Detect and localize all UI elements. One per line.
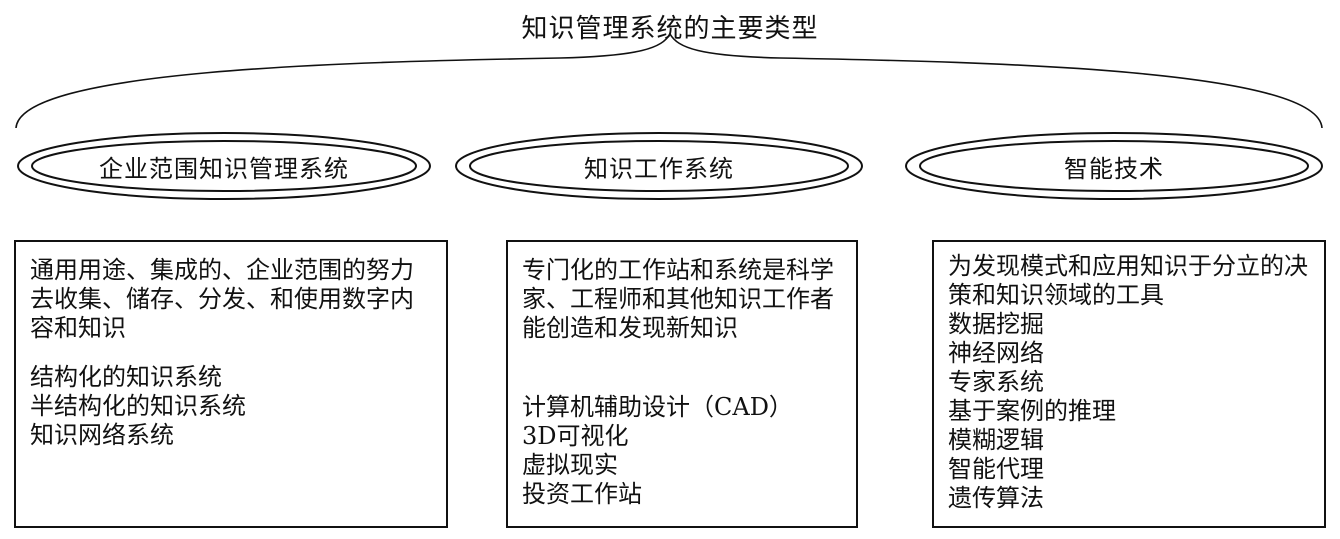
category-label-intelligent-tech: 智能技术 <box>1064 154 1164 183</box>
grouping-brace <box>15 32 1323 129</box>
example-list: 数据挖掘 神经网络 专家系统 基于案例的推理 模糊逻辑 智能代理 遗传算法 <box>948 310 1308 513</box>
list-item: 投资工作站 <box>522 480 642 508</box>
category-description: 为发现模式和应用知识于分立的决策和知识领域的工具 <box>948 252 1308 309</box>
example-list: 计算机辅助设计（CAD） 3D可视化 虚拟现实 投资工作站 <box>522 393 840 509</box>
category-ellipse-intelligent-tech: 智能技术 <box>902 130 1326 202</box>
list-item: 结构化的知识系统 <box>30 363 222 391</box>
list-item: 专家系统 <box>948 368 1044 396</box>
list-item: 半结构化的知识系统 <box>30 392 246 420</box>
category-box-intelligent-tech: 为发现模式和应用知识于分立的决策和知识领域的工具 数据挖掘 神经网络 专家系统 … <box>932 240 1326 528</box>
category-description: 通用用途、集成的、企业范围的努力去收集、储存、分发、和使用数字内容和知识 <box>30 256 414 342</box>
list-item: 神经网络 <box>948 339 1044 367</box>
list-item: 数据挖掘 <box>948 310 1044 338</box>
category-box-knowledge-work: 专门化的工作站和系统是科学家、工程师和其他知识工作者能创造和发现新知识 计算机辅… <box>506 240 858 528</box>
list-item: 遗传算法 <box>948 484 1044 512</box>
category-ellipse-enterprise: 企业范围知识管理系统 <box>14 130 434 202</box>
list-item: 基于案例的推理 <box>948 397 1116 425</box>
list-item: 模糊逻辑 <box>948 426 1044 454</box>
example-list: 结构化的知识系统 半结构化的知识系统 知识网络系统 <box>30 363 430 450</box>
category-description: 专门化的工作站和系统是科学家、工程师和其他知识工作者能创造和发现新知识 <box>522 256 834 342</box>
list-item: 3D可视化 <box>522 422 629 450</box>
list-item: 虚拟现实 <box>522 451 618 479</box>
category-label-knowledge-work: 知识工作系统 <box>584 154 734 183</box>
list-item: 计算机辅助设计（CAD） <box>522 393 793 421</box>
category-box-enterprise: 通用用途、集成的、企业范围的努力去收集、储存、分发、和使用数字内容和知识 结构化… <box>14 240 448 528</box>
diagram-title: 知识管理系统的主要类型 <box>521 14 819 44</box>
category-label-enterprise: 企业范围知识管理系统 <box>99 154 349 183</box>
category-ellipse-knowledge-work: 知识工作系统 <box>452 130 866 202</box>
list-item: 智能代理 <box>948 455 1044 483</box>
list-item: 知识网络系统 <box>30 421 174 449</box>
